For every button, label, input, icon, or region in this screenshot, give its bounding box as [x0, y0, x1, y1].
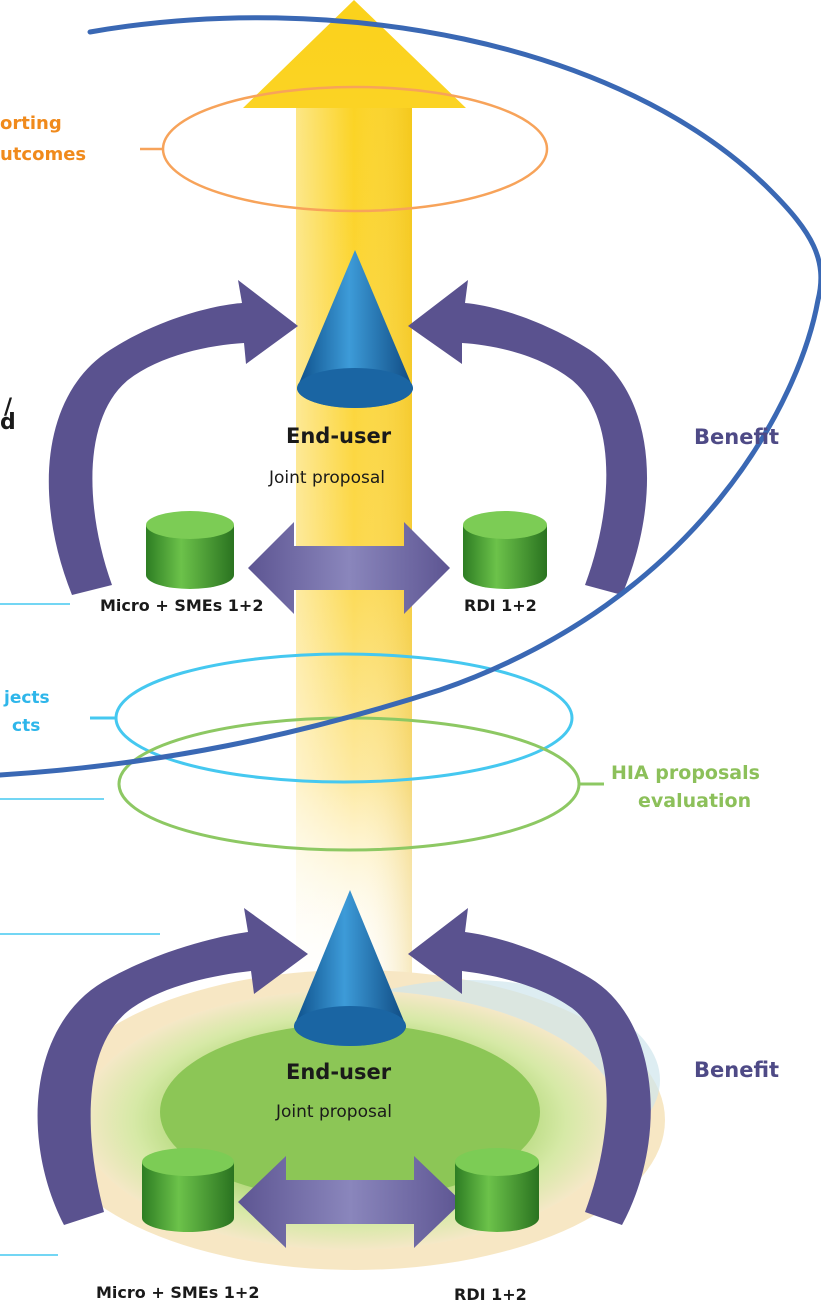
projects-label-line1: jects: [4, 688, 50, 708]
hia-label-line1: HIA proposals: [611, 762, 760, 784]
lower-right-curved-arrow: [408, 908, 651, 1225]
upper-right-curved-arrow: [408, 280, 648, 595]
upper-joint-proposal-label: Joint proposal: [269, 468, 385, 488]
upper-right-cylinder: [463, 511, 547, 589]
lower-benefit-label: Benefit: [694, 1058, 780, 1082]
hia-label-line2: evaluation: [638, 790, 752, 812]
lower-cone: [294, 890, 406, 1046]
lower-end-user-label: End-user: [286, 1060, 392, 1084]
lower-left-cylinder: [142, 1148, 234, 1232]
left-fragment-a: /: [4, 395, 13, 420]
upper-end-user-label: End-user: [286, 424, 392, 448]
reporting-label-line2: utcomes: [0, 144, 87, 165]
blue-outline-loop: [0, 15, 821, 778]
lower-rdi-label: RDI 1+2: [454, 1285, 527, 1304]
upper-left-curved-arrow: [48, 280, 298, 595]
upper-left-cylinder: [146, 511, 234, 589]
lower-double-arrow: [238, 1156, 462, 1248]
projects-label-line2: cts: [12, 716, 41, 736]
upper-double-arrow: [248, 522, 450, 614]
upper-benefit-label: Benefit: [694, 425, 780, 449]
lower-micro-smes-label: Micro + SMEs 1+2: [96, 1283, 260, 1302]
lower-right-cylinder: [455, 1148, 539, 1232]
upper-cone: [297, 250, 413, 408]
upper-micro-smes-label: Micro + SMEs 1+2: [100, 596, 264, 615]
lower-left-curved-arrow: [37, 908, 308, 1225]
left-fragment-b: d: [0, 410, 16, 435]
reporting-label-line1: orting: [0, 113, 62, 134]
upper-rdi-label: RDI 1+2: [464, 596, 537, 615]
lower-joint-proposal-label: Joint proposal: [276, 1102, 392, 1122]
